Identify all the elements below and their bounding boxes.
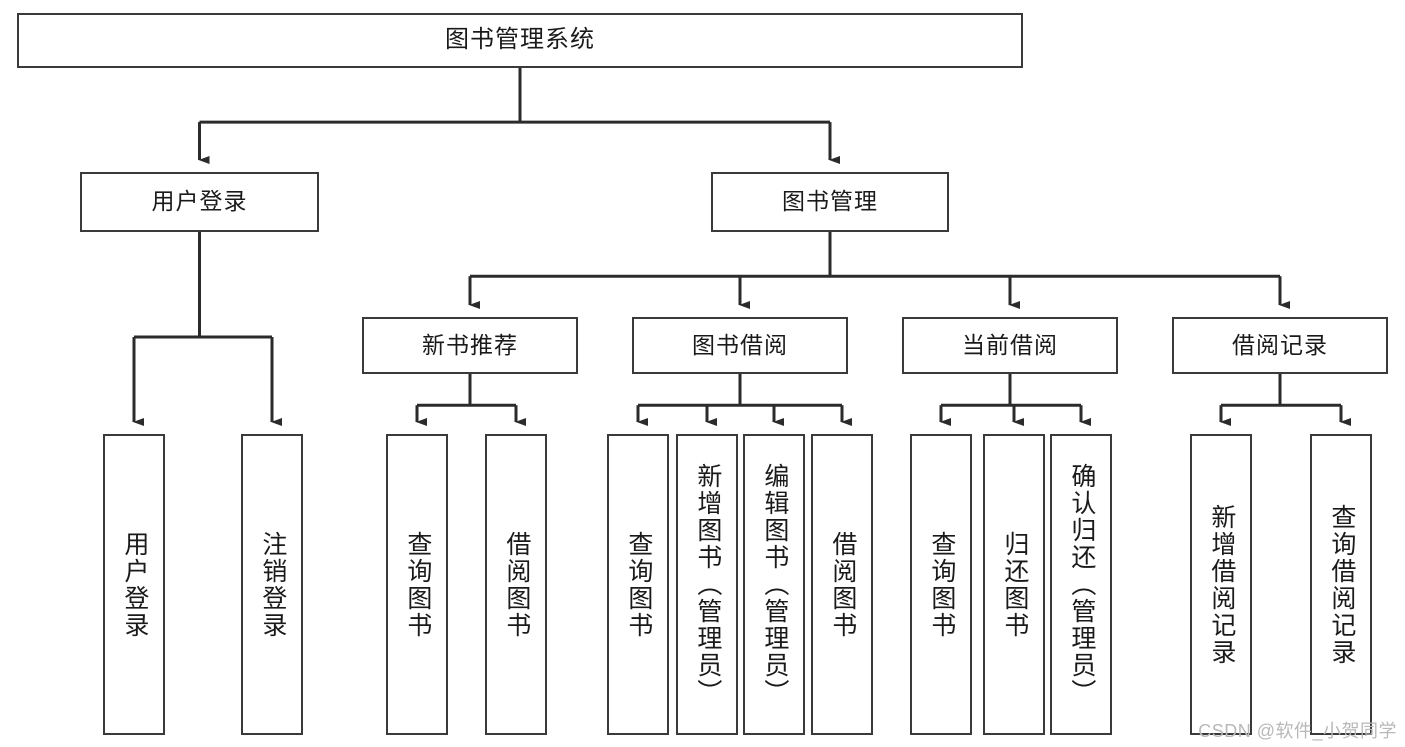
node-leaf-query-book-c[interactable]: 查询图书 (910, 434, 972, 735)
node-book-manage-label: 图书管理 (782, 188, 878, 215)
watermark-credit: CSDN @软件_小贺同学 (1198, 721, 1397, 741)
node-leaf-query-book-a-label: 查询图书 (403, 530, 432, 639)
node-leaf-confirm-return-label: 确认归还（管理员） (1067, 463, 1096, 706)
node-leaf-edit-book-label: 编辑图书（管理员） (760, 463, 789, 706)
node-leaf-user-login-label: 用户登录 (120, 530, 149, 639)
node-book-manage[interactable]: 图书管理 (711, 172, 949, 232)
node-leaf-borrow-book-b-label: 借阅图书 (828, 530, 857, 639)
node-leaf-query-record[interactable]: 查询借阅记录 (1310, 434, 1372, 735)
node-borrow-record-label: 借阅记录 (1232, 331, 1328, 358)
node-leaf-add-book[interactable]: 新增图书（管理员） (676, 434, 738, 735)
node-leaf-logout[interactable]: 注销登录 (241, 434, 303, 735)
node-root-label: 图书管理系统 (445, 26, 595, 54)
node-book-borrow[interactable]: 图书借阅 (632, 317, 848, 374)
node-leaf-borrow-book-b[interactable]: 借阅图书 (811, 434, 873, 735)
node-current-borrow-label: 当前借阅 (962, 331, 1058, 358)
node-user-login-label: 用户登录 (151, 188, 248, 215)
node-user-login[interactable]: 用户登录 (80, 172, 319, 232)
node-leaf-logout-label: 注销登录 (258, 530, 287, 639)
node-leaf-borrow-book-a-label: 借阅图书 (502, 530, 531, 639)
node-leaf-query-book-a[interactable]: 查询图书 (386, 434, 448, 735)
node-leaf-add-record[interactable]: 新增借阅记录 (1190, 434, 1252, 735)
node-leaf-query-book-b[interactable]: 查询图书 (607, 434, 669, 735)
node-borrow-record[interactable]: 借阅记录 (1172, 317, 1388, 374)
node-leaf-return-book[interactable]: 归还图书 (983, 434, 1045, 735)
node-leaf-query-book-b-label: 查询图书 (624, 530, 653, 639)
node-book-borrow-label: 图书借阅 (692, 331, 788, 358)
node-new-book-recommend-label: 新书推荐 (422, 331, 518, 358)
node-leaf-borrow-book-a[interactable]: 借阅图书 (485, 434, 547, 735)
node-root[interactable]: 图书管理系统 (17, 13, 1023, 68)
node-leaf-add-book-label: 新增图书（管理员） (693, 463, 722, 706)
node-current-borrow[interactable]: 当前借阅 (902, 317, 1118, 374)
node-leaf-user-login[interactable]: 用户登录 (103, 434, 165, 735)
node-leaf-confirm-return[interactable]: 确认归还（管理员） (1050, 434, 1112, 735)
node-leaf-add-record-label: 新增借阅记录 (1207, 503, 1236, 666)
node-new-book-recommend[interactable]: 新书推荐 (362, 317, 578, 374)
node-leaf-query-book-c-label: 查询图书 (927, 530, 956, 639)
node-leaf-edit-book[interactable]: 编辑图书（管理员） (743, 434, 805, 735)
node-leaf-return-book-label: 归还图书 (1000, 530, 1029, 639)
node-leaf-query-record-label: 查询借阅记录 (1327, 503, 1356, 666)
